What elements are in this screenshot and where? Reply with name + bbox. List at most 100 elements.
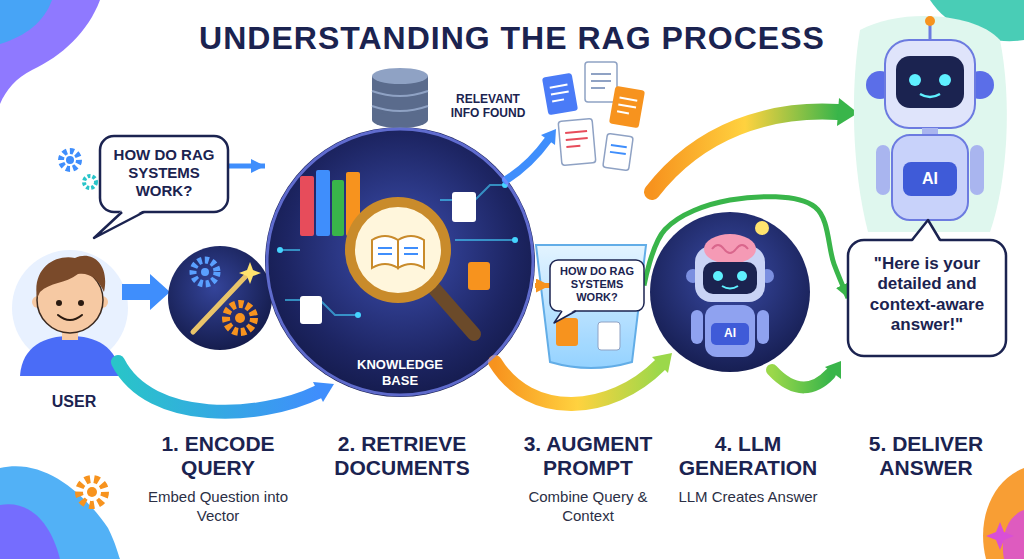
document-icon <box>558 119 596 166</box>
sparkle <box>986 522 1014 550</box>
flow-arrow <box>506 140 548 180</box>
document-icon <box>542 73 578 116</box>
arrow-head <box>541 129 556 145</box>
corner-blob <box>0 0 52 44</box>
gear-icon <box>226 304 254 332</box>
robot-body <box>892 135 968 220</box>
llm-circle <box>650 212 810 372</box>
chest-badge: AI <box>905 169 955 188</box>
node-text: HOW DO RAG SYSTEMS WORK? <box>108 146 220 200</box>
gear-icon <box>193 260 217 284</box>
document-icon <box>452 192 476 222</box>
arrow-head <box>825 361 841 379</box>
circuit-dot <box>512 237 518 243</box>
document-icon <box>468 262 490 290</box>
document-icon <box>609 86 645 129</box>
robot-antenna <box>929 24 932 40</box>
gear-icon <box>61 151 79 169</box>
document-icon <box>603 133 633 170</box>
knowledge-base-circle-outline <box>265 127 535 397</box>
document-icon <box>300 296 322 324</box>
node-text: HOW DO RAG SYSTEMS WORK? <box>554 265 640 305</box>
bubble-tail <box>94 212 144 238</box>
lightbulb <box>755 221 769 235</box>
robot-body <box>705 305 755 357</box>
robot-arm <box>757 310 769 344</box>
book <box>332 180 344 236</box>
speech-bubble: HOW DO RAG SYSTEMS WORK? <box>100 136 228 212</box>
gear-icon <box>66 156 74 164</box>
step-heading: 3. AUGMENT PROMPT <box>510 432 666 480</box>
corner-blob <box>0 0 100 104</box>
chest-badge: AI <box>712 326 748 340</box>
gear-icon <box>235 313 245 323</box>
robot-antenna <box>925 16 935 26</box>
magnifier-handle <box>432 286 474 334</box>
document-icon <box>609 86 645 129</box>
step-description: Embed Question into Vector <box>140 488 296 526</box>
node-text: KNOWLEDGE BASE <box>348 357 452 388</box>
chest-plate <box>711 323 749 345</box>
user-eye <box>78 300 84 306</box>
robot-smile <box>722 286 738 289</box>
robot-eye <box>939 74 951 86</box>
bubble-tail <box>554 311 576 323</box>
encode-circle <box>168 246 272 350</box>
robot-arm <box>970 145 984 195</box>
database-icon <box>372 68 428 84</box>
magnifier-lens <box>350 202 446 298</box>
flow-connector <box>535 283 550 288</box>
robot-smile <box>920 94 940 97</box>
robot-eye <box>737 271 747 281</box>
node-text: "Here is your detailed and context-aware… <box>862 254 992 336</box>
bubble-outline <box>100 136 228 212</box>
bubble-tail <box>912 220 940 240</box>
flow-arrow <box>652 112 838 192</box>
document-icon <box>542 73 578 116</box>
book-lines <box>378 248 418 254</box>
user-eye <box>56 300 62 306</box>
book <box>316 170 330 236</box>
prompt-jar <box>536 245 646 368</box>
circuit-dot <box>277 247 283 253</box>
step-description: LLM Creates Answer <box>670 488 826 507</box>
robot-eye <box>909 74 921 86</box>
open-book <box>372 236 398 268</box>
step-heading: 4. LLM GENERATION <box>670 432 826 480</box>
gear-icon <box>84 176 96 188</box>
prompt-bubble: HOW DO RAG SYSTEMS WORK? <box>550 260 644 311</box>
document-icon <box>598 322 620 350</box>
document-icon <box>603 133 633 170</box>
gear-icon <box>201 268 209 276</box>
document-icon <box>585 62 617 102</box>
database-icon <box>372 112 428 128</box>
step-description: Combine Query & Context <box>510 488 666 526</box>
book <box>300 176 314 236</box>
circle-outline <box>267 129 533 395</box>
callout-label: RELEVANT INFO FOUND <box>444 92 532 121</box>
user-shirt <box>20 336 120 376</box>
flow-arrow <box>495 362 660 404</box>
corner-blob <box>983 468 1024 559</box>
open-book <box>398 236 424 268</box>
knowledge-base-disc <box>265 127 535 397</box>
circuit-line <box>455 239 515 241</box>
document-icon <box>556 318 578 346</box>
robot-arm <box>691 310 703 344</box>
bubble-tail <box>912 220 940 242</box>
flow-connector <box>644 197 848 298</box>
robot-brain <box>704 234 756 264</box>
circuit-dot <box>355 312 361 318</box>
robot-head <box>885 40 975 128</box>
bubble-outline <box>550 260 644 311</box>
flow-connector <box>228 164 265 169</box>
chest-plate <box>903 162 957 196</box>
flow-arrow <box>122 274 170 310</box>
step-heading: 2. RETRIEVE DOCUMENTS <box>324 432 480 480</box>
flow-arrow <box>118 362 318 412</box>
answer-bubble: "Here is your detailed and context-aware… <box>848 240 1006 356</box>
arrow-head <box>652 353 672 373</box>
sparkle <box>239 262 261 284</box>
flow-arrow <box>772 370 830 387</box>
